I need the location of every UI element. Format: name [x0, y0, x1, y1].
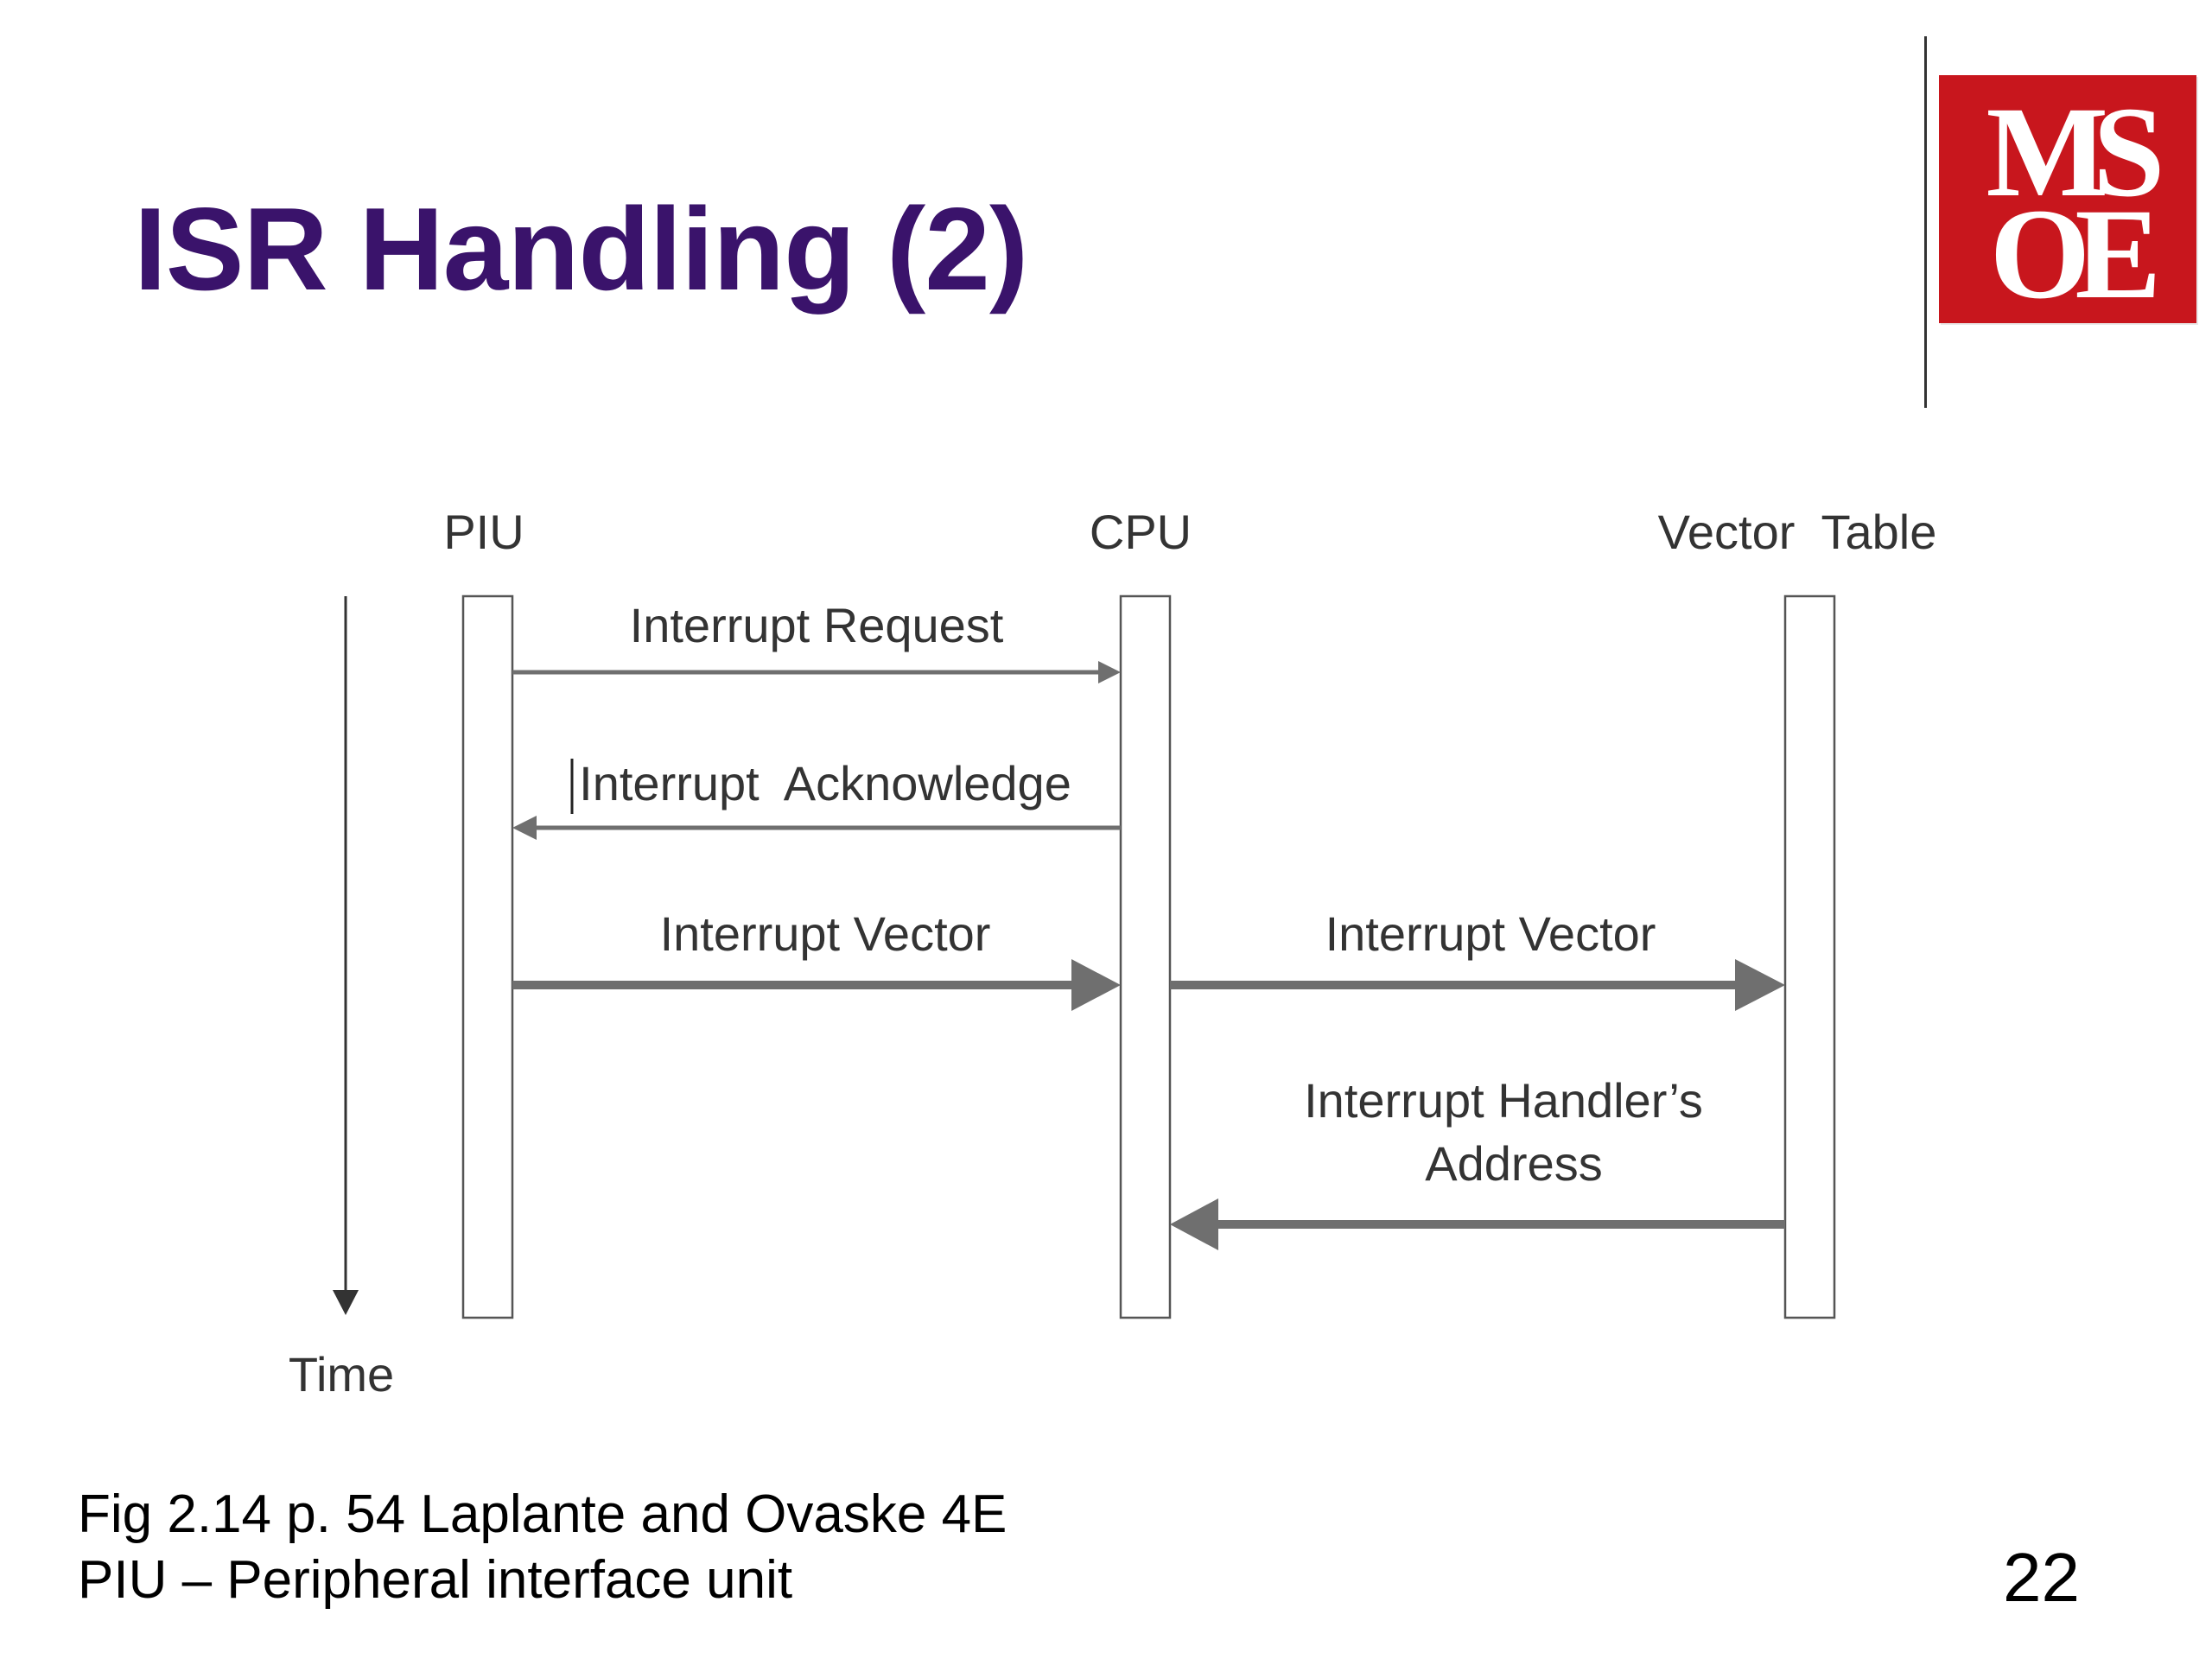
lifeline-bar-vector-table	[1783, 594, 1836, 1319]
time-axis: Time	[289, 596, 394, 1402]
message-interrupt-vector-cpu-table: Interrupt Vector	[1170, 906, 1785, 1011]
message-label: Interrupt Vector	[660, 906, 991, 961]
message-interrupt-acknowledge: Interrupt Acknowledge	[512, 756, 1121, 840]
message-label-line-2: Address	[1425, 1136, 1602, 1191]
message-interrupt-request: Interrupt Request	[512, 598, 1121, 683]
lifeline-label-piu: PIU	[443, 505, 524, 559]
logo-line-2: OE	[1989, 182, 2162, 323]
message-handler-address: Interrupt Handler’s Address	[1170, 1073, 1785, 1250]
logo-line-1: MS	[1986, 80, 2165, 224]
time-axis-arrowhead	[333, 1290, 359, 1315]
message-label: Interrupt Vector	[1325, 906, 1656, 961]
footer-definition: PIU – Peripheral interface unit	[78, 1550, 793, 1610]
lifeline-bar-piu	[461, 594, 514, 1319]
lifeline-label-cpu: CPU	[1090, 505, 1192, 559]
msoe-logo: MS OE	[1939, 75, 2196, 323]
page-number: 22	[2003, 1539, 2080, 1616]
message-interrupt-vector-piu-cpu: Interrupt Vector	[512, 906, 1121, 1011]
header-divider	[1924, 36, 1927, 408]
message-label: Interrupt Acknowledge	[579, 756, 1071, 810]
time-label: Time	[289, 1347, 394, 1402]
message-arrowhead	[512, 816, 537, 840]
footer-citation: Fig 2.14 p. 54 Laplante and Ovaske 4E	[78, 1484, 1007, 1544]
message-arrowhead	[1071, 959, 1121, 1011]
message-arrowhead	[1735, 959, 1785, 1011]
lifeline-bar-cpu	[1119, 594, 1172, 1319]
slide-title: ISR Handling (2)	[134, 183, 1028, 315]
message-label: Interrupt Request	[630, 598, 1004, 652]
message-arrowhead	[1170, 1198, 1218, 1250]
lifeline-label-vector-table: Vector Table	[1658, 505, 1937, 559]
message-arrowhead	[1098, 661, 1121, 683]
message-label-line-1: Interrupt Handler’s	[1304, 1073, 1703, 1128]
